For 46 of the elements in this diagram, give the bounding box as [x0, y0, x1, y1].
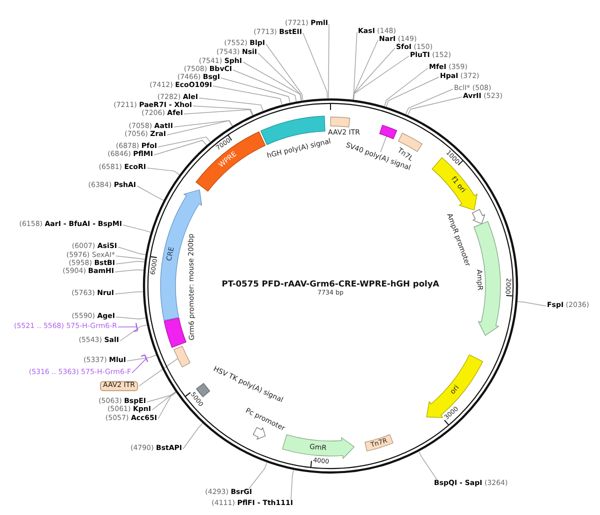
- leader-line: [114, 269, 144, 272]
- leader-line: [146, 168, 180, 176]
- leader-line: [122, 224, 152, 233]
- leader-line: [116, 260, 145, 264]
- leader-line: [136, 186, 164, 201]
- leader-line: [405, 88, 454, 114]
- leader-line: [158, 392, 176, 420]
- leader-line: [386, 76, 440, 108]
- leader-line: [116, 256, 146, 260]
- leader-line: [152, 392, 176, 410]
- plasmid-name: PT-0575 PFD-rAAV-Grm6-CRE-WPRE-hGH polyA: [222, 278, 440, 288]
- leader-line: [212, 86, 282, 106]
- leader-line: [517, 301, 546, 306]
- leader-line: [114, 291, 144, 294]
- leader-line: [266, 44, 304, 101]
- leader-line: [158, 136, 211, 148]
- leader-line: [258, 52, 302, 101]
- leader-line: [220, 78, 290, 104]
- leader-line: [116, 316, 146, 320]
- leader-line: [353, 56, 410, 100]
- leader-line: [132, 358, 147, 374]
- leader-line: [184, 109, 253, 116]
- leader-line: [146, 391, 176, 402]
- leader-line: [328, 24, 330, 99]
- leader-line: [418, 451, 438, 480]
- leader-line: [120, 324, 148, 342]
- leader-line: [174, 120, 233, 128]
- leader-line: [126, 354, 156, 362]
- leader-line: [198, 98, 264, 112]
- leader-line: [384, 68, 428, 107]
- leader-line: [118, 326, 138, 328]
- leader-line: [192, 106, 254, 116]
- leader-line: [138, 358, 178, 386]
- leader-line: [380, 136, 387, 152]
- leader-line: [352, 48, 396, 100]
- leader-line: [154, 140, 207, 156]
- leader-line: [232, 70, 297, 102]
- leader-line: [248, 462, 268, 490]
- leader-line: [182, 422, 203, 450]
- leader-line: [242, 62, 302, 101]
- leader-line: [408, 96, 462, 116]
- leader-line: [302, 32, 328, 99]
- leader-line: [118, 246, 146, 256]
- leader-line: [166, 120, 233, 136]
- leader-line: [290, 470, 294, 500]
- leader-line: [352, 32, 358, 100]
